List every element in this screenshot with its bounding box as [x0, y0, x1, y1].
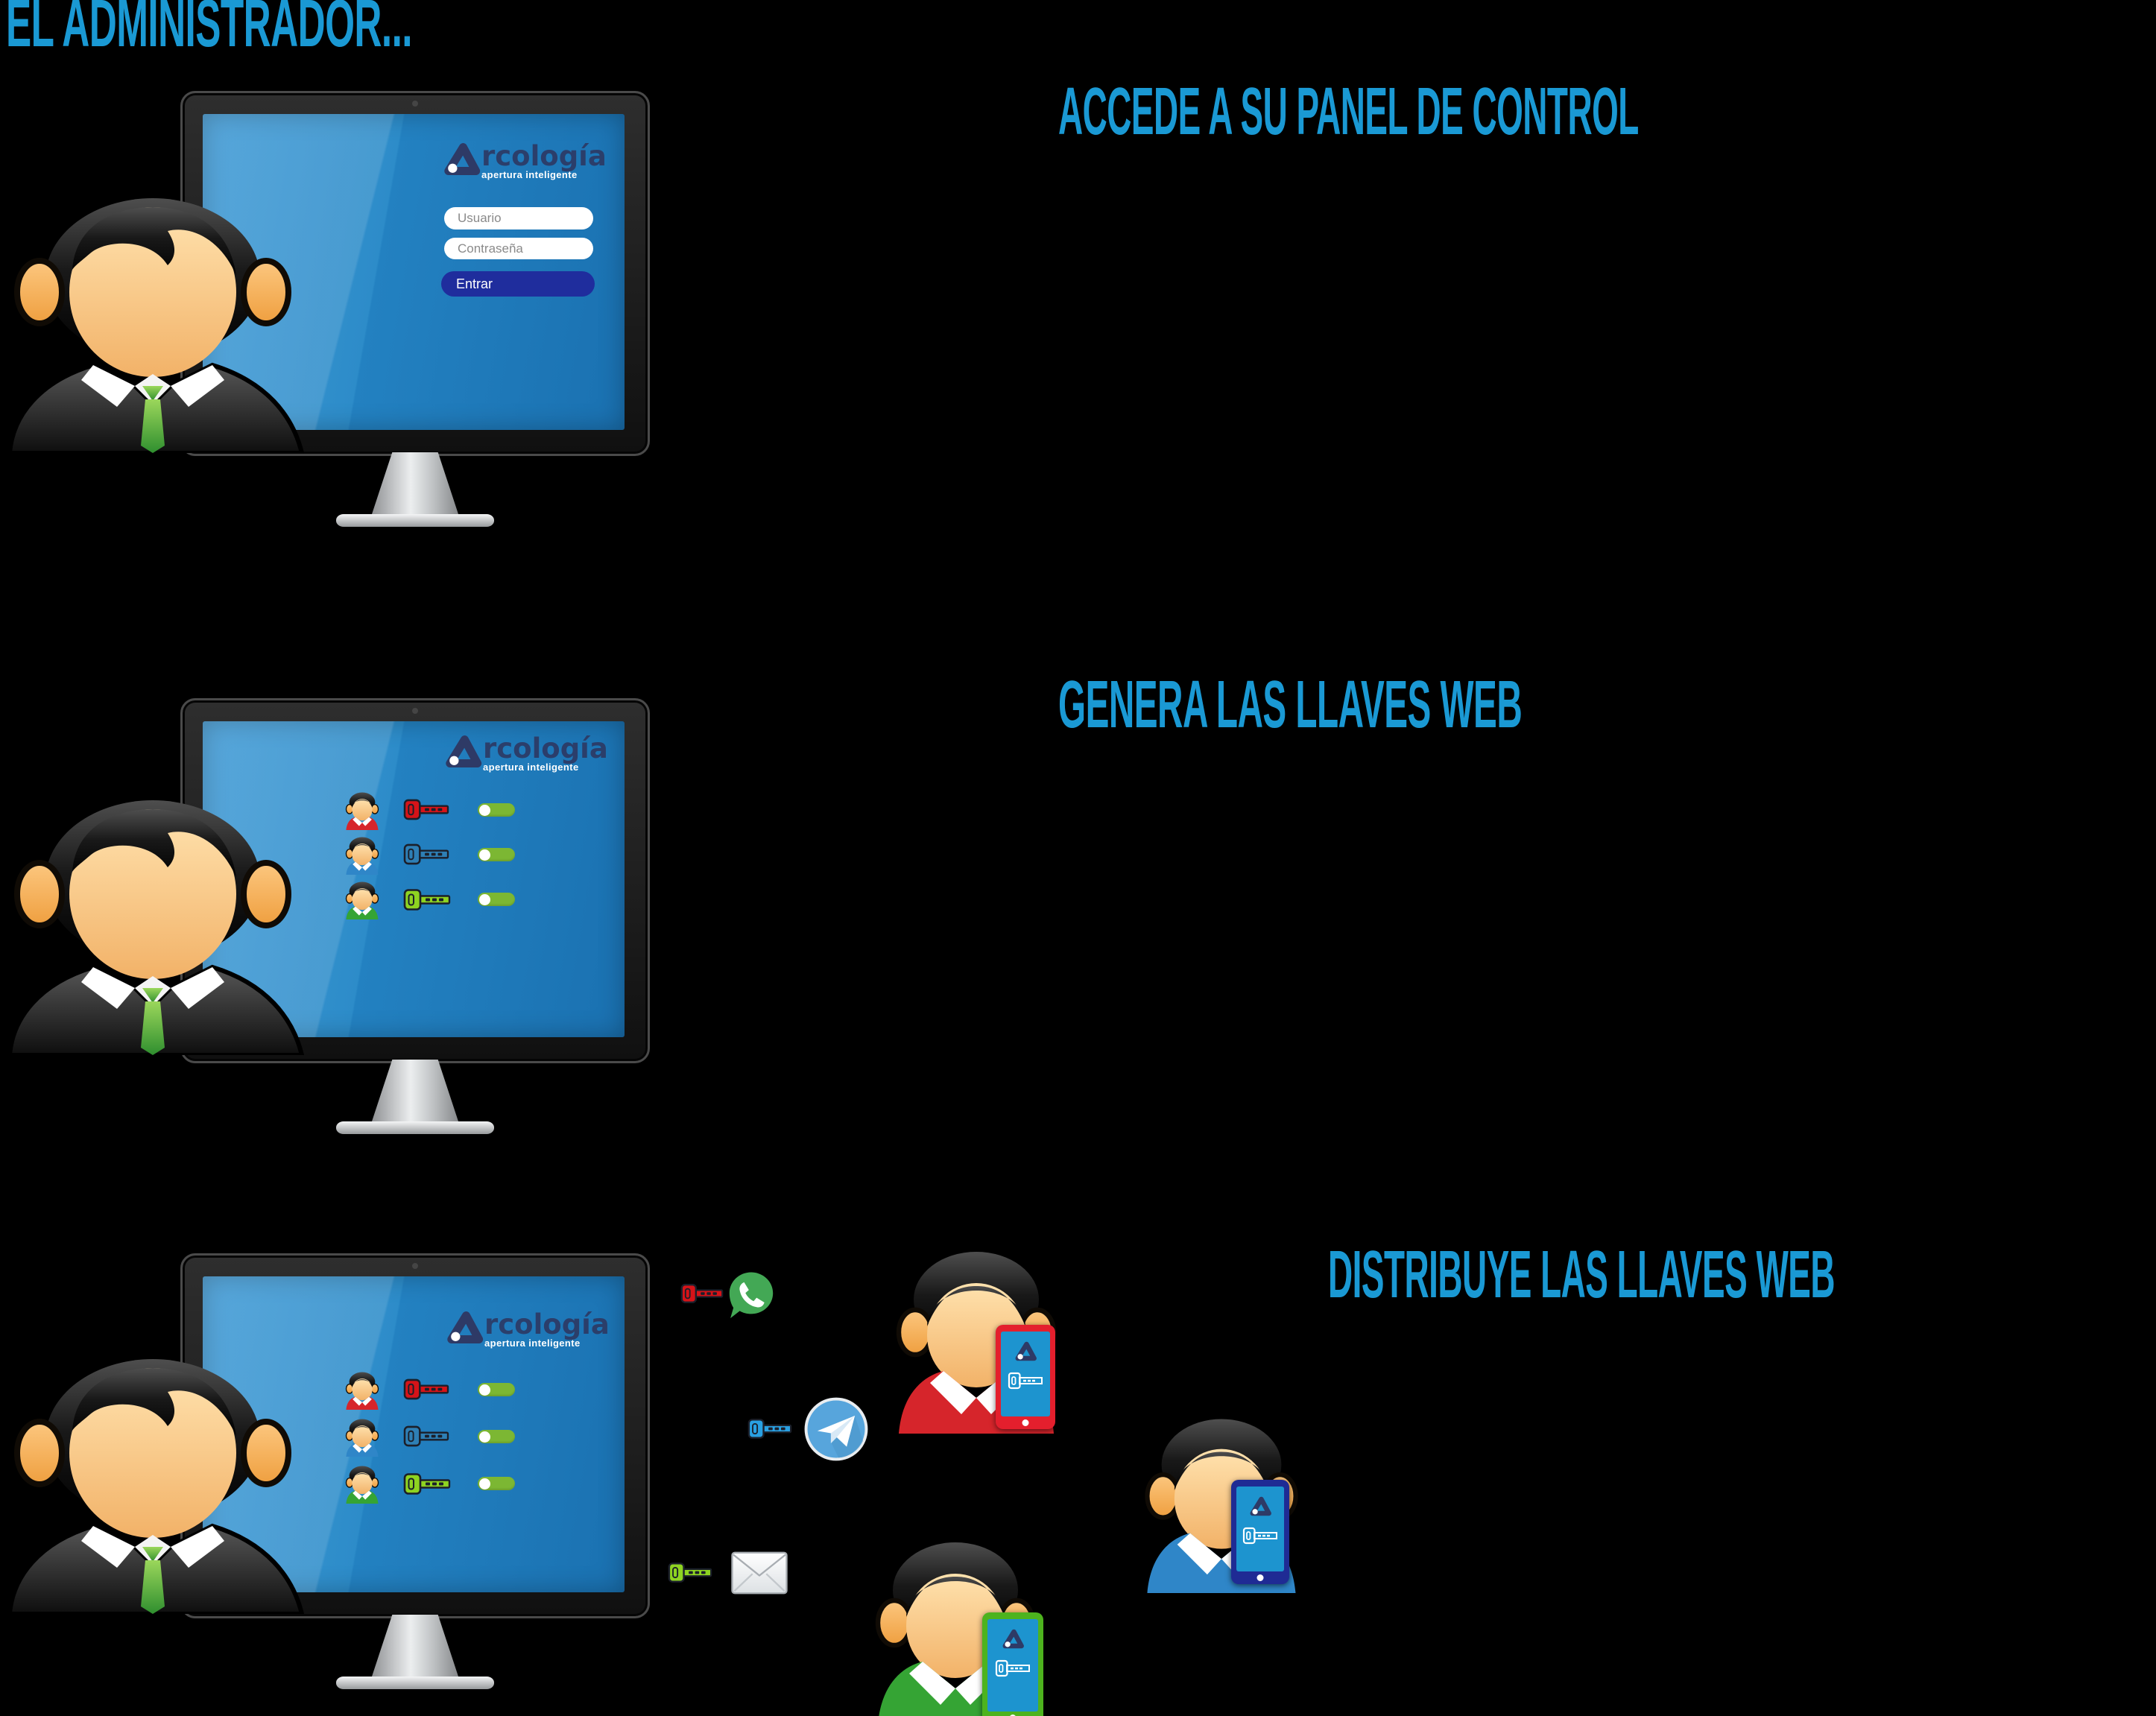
phone-red: [996, 1325, 1055, 1429]
monitor-base: [336, 1121, 494, 1134]
phone-home-button: [1009, 1715, 1017, 1716]
key-outline-icon: [1008, 1372, 1043, 1390]
phone-screen: [987, 1619, 1038, 1712]
section-heading-access-panel: ACCEDE A SU PANEL DE CONTROL: [1058, 75, 1639, 149]
arcologia-triangle-icon: [1001, 1628, 1025, 1652]
arcologia-logo: rcología apertura inteligente: [443, 733, 608, 773]
user-avatar-blue: [345, 836, 379, 875]
key-icon-red: [403, 799, 449, 820]
brand-word: rcología: [483, 732, 608, 764]
key-toggle[interactable]: [478, 1430, 515, 1443]
password-input[interactable]: [444, 238, 593, 259]
key-icon-blue: [403, 1425, 449, 1447]
key-icon-green: [403, 1473, 451, 1495]
camera-dot-icon: [412, 101, 418, 107]
key-toggle[interactable]: [478, 1477, 515, 1490]
brand-tagline: apertura inteligente: [484, 1337, 581, 1349]
brand-tagline: apertura inteligente: [481, 169, 578, 181]
brand-word: rcología: [484, 1308, 610, 1340]
phone-home-button: [1256, 1574, 1264, 1581]
telegram-icon: [804, 1397, 868, 1461]
key-icon-red: [403, 1378, 449, 1400]
user-avatar-red: [345, 791, 379, 830]
monitor-distribute: rcología apertura inteligente: [180, 1253, 650, 1689]
email-envelope-icon: [731, 1551, 788, 1595]
monitor-base: [336, 514, 494, 527]
arcologia-triangle-icon: [441, 141, 481, 181]
key-outline-icon: [995, 1659, 1031, 1677]
section-heading-distribute-keys: DISTRIBUYE LAS LLAVES WEB: [1328, 1238, 1836, 1312]
user-avatar-blue: [345, 1418, 379, 1457]
key-icon-red: [680, 1284, 724, 1303]
brand-tagline: apertura inteligente: [483, 762, 579, 773]
camera-dot-icon: [412, 1263, 418, 1269]
key-icon-green: [668, 1563, 712, 1583]
monitor-base: [336, 1677, 494, 1689]
camera-dot-icon: [412, 708, 418, 714]
page-title: EL ADMINISTRADOR...: [6, 0, 412, 61]
arcologia-logo: rcología apertura inteligente: [441, 141, 607, 181]
arcologia-triangle-icon: [443, 733, 483, 773]
key-toggle[interactable]: [478, 848, 515, 861]
phone-home-button: [1022, 1419, 1029, 1426]
key-outline-icon: [1242, 1527, 1278, 1545]
admin-person: [4, 192, 309, 453]
key-toggle[interactable]: [478, 1383, 515, 1396]
key-icon-green: [403, 889, 451, 911]
key-toggle[interactable]: [478, 803, 515, 817]
user-avatar-green: [345, 1465, 379, 1504]
section-heading-generate-keys: GENERA LAS LLAVES WEB: [1058, 668, 1523, 742]
key-icon-blue: [747, 1419, 792, 1439]
key-icon-blue: [403, 843, 449, 865]
user-avatar-green: [345, 881, 379, 919]
phone-screen: [1236, 1487, 1284, 1571]
admin-person: [4, 1353, 309, 1614]
arcologia-triangle-icon: [1014, 1340, 1037, 1364]
user-avatar-red: [345, 1371, 379, 1410]
monitor-stand: [371, 1060, 459, 1124]
key-toggle[interactable]: [478, 893, 515, 906]
monitor-stand: [371, 1615, 459, 1679]
phone-green: [982, 1612, 1043, 1716]
arcologia-logo: rcología apertura inteligente: [444, 1309, 610, 1349]
monitor-stand: [371, 452, 459, 516]
arcologia-triangle-icon: [444, 1309, 484, 1349]
login-button[interactable]: Entrar: [441, 271, 595, 297]
phone-navy: [1231, 1480, 1289, 1584]
admin-person: [4, 794, 309, 1055]
whatsapp-icon: [729, 1272, 774, 1319]
brand-word: rcología: [481, 140, 607, 172]
username-input[interactable]: [444, 207, 593, 229]
phone-screen: [1001, 1332, 1050, 1416]
arcologia-triangle-icon: [1248, 1495, 1272, 1519]
